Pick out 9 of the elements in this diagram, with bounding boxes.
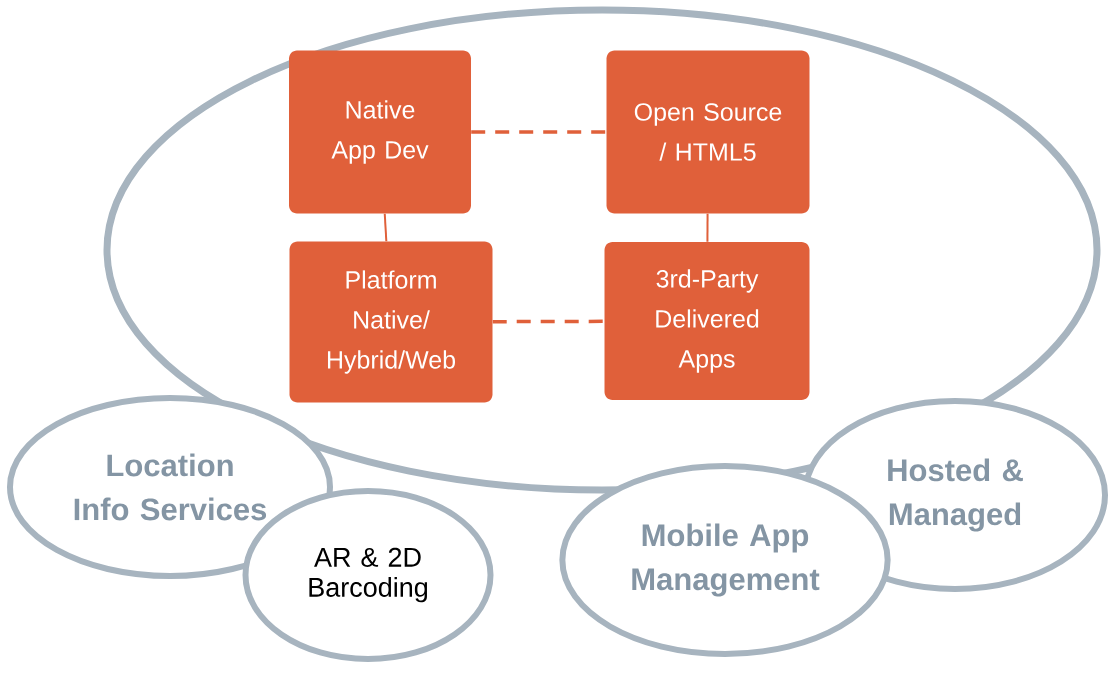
connector-line (383, 212, 388, 243)
connector-line (471, 130, 607, 134)
process-box: Native App Dev (289, 50, 471, 214)
connector-line (706, 212, 709, 243)
process-box: Platform Native/ Hybrid/Web (289, 241, 493, 403)
process-box: 3rd-Party Delivered Apps (604, 242, 810, 400)
node-label: Hosted & Managed (888, 458, 1023, 532)
process-box: Open Source / HTML5 (606, 50, 810, 214)
connector-line (492, 319, 605, 324)
